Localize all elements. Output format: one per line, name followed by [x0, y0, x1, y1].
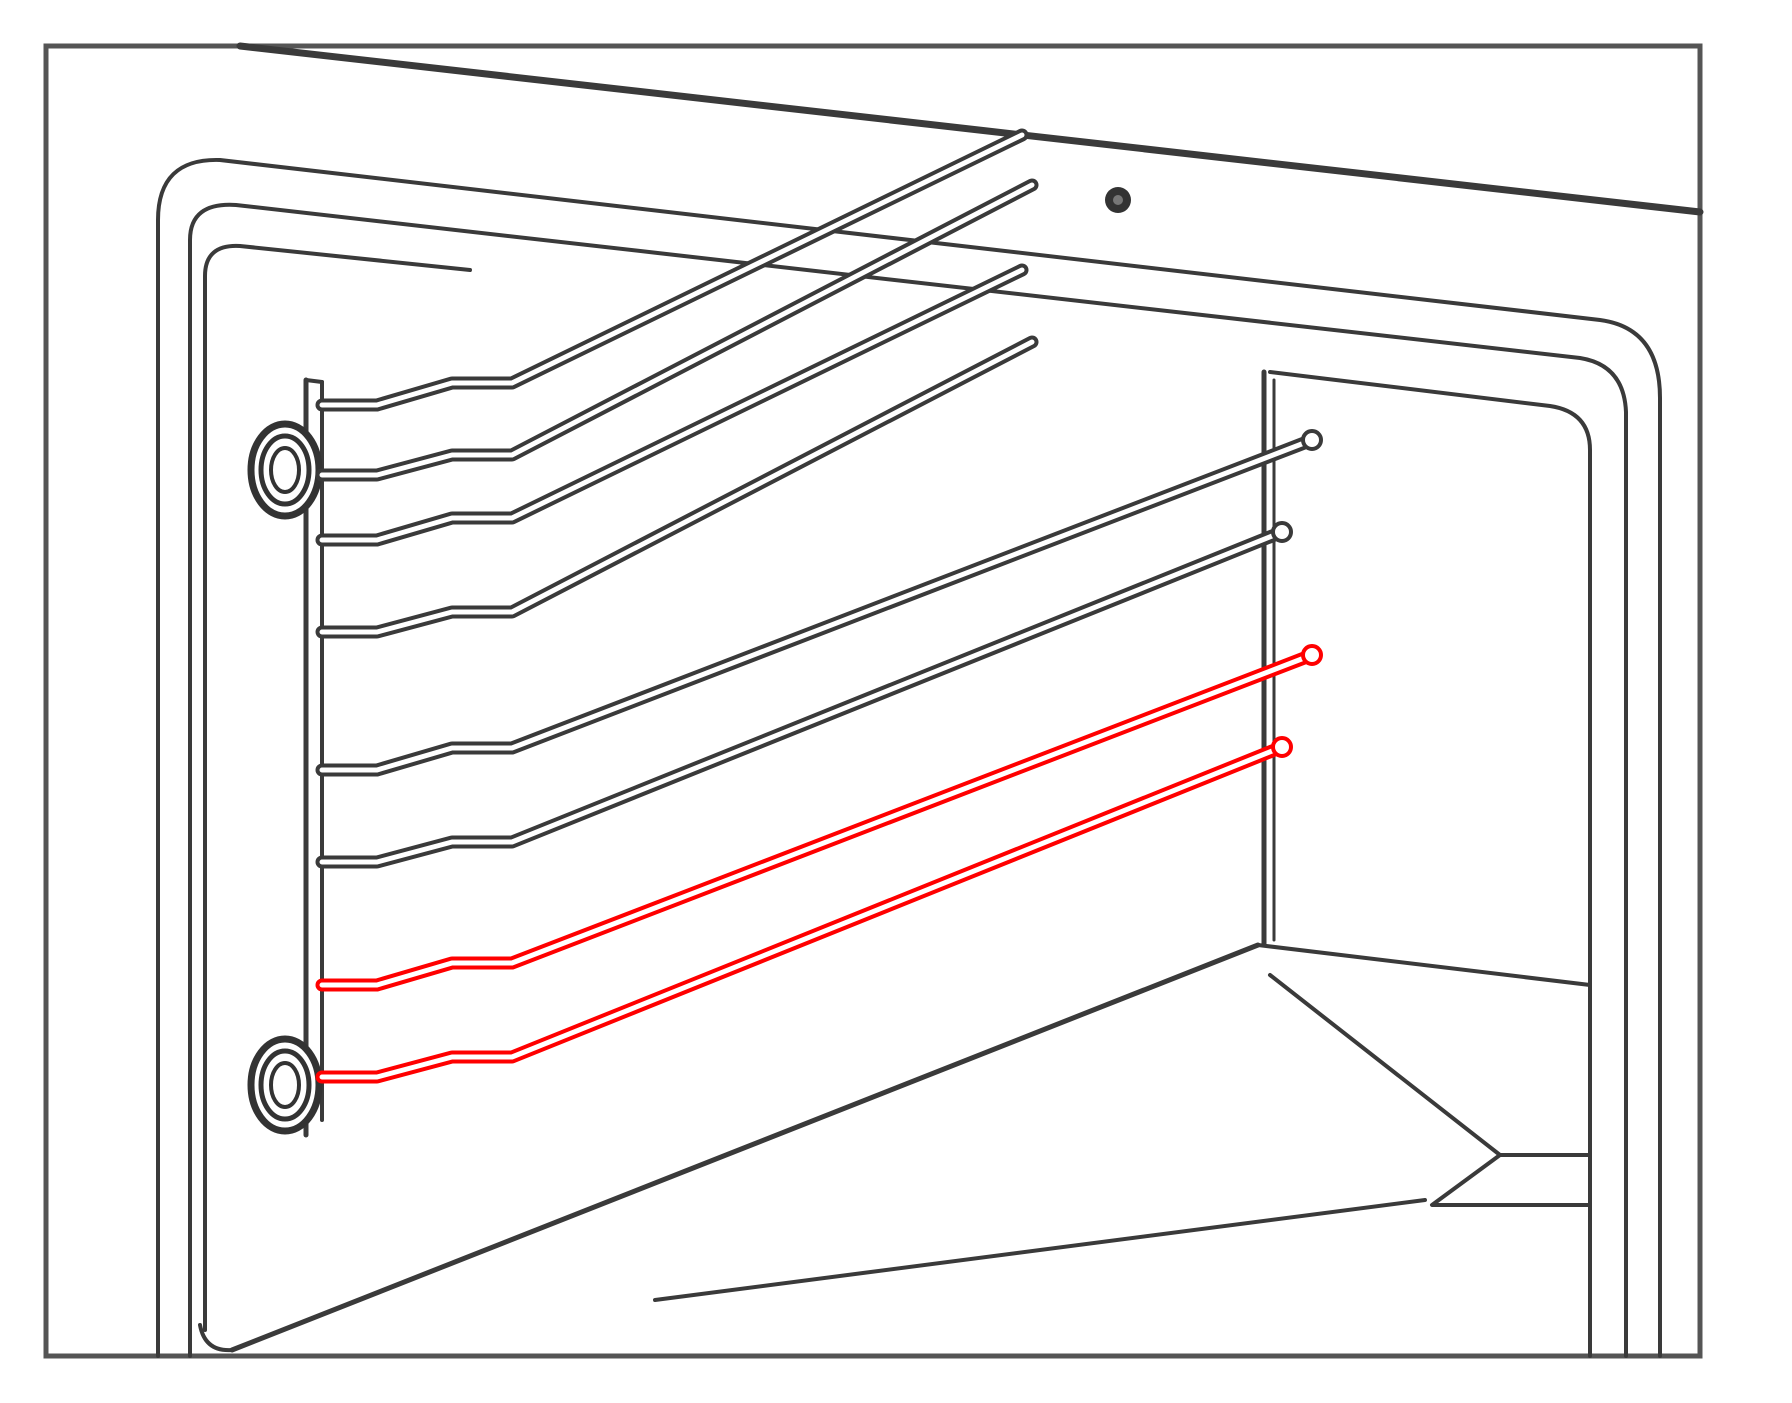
- shelf-rail-level-1: [315, 128, 1039, 482]
- fastener-1-ring-3: [269, 446, 301, 494]
- floor-diagonal: [1268, 973, 1592, 1207]
- sensor-dot-center: [1113, 195, 1123, 205]
- rail-1-upper-wire-core: [319, 132, 1025, 408]
- rail-2-upper-wire-core: [319, 267, 1025, 543]
- rail-3-tip-1: [1301, 429, 1323, 451]
- shelf-rail-level-2: [315, 263, 1039, 639]
- rail-2-lower-wire-core: [319, 339, 1035, 635]
- front-panel-top-edge: [236, 42, 1704, 216]
- rail-3-upper-wire-core: [319, 437, 1315, 773]
- rail-3-tip-2: [1271, 521, 1293, 543]
- fastener-1-ring-2: [258, 433, 312, 507]
- rail-4-upper-wire-core: [319, 652, 1315, 988]
- floor-right-edge: [1256, 943, 1592, 987]
- rail-3-lower-wire-core: [319, 529, 1285, 865]
- rail-4-tip-1: [1301, 644, 1323, 666]
- cavity-frame-inner: [1268, 370, 1592, 1358]
- fastener-2: [247, 1035, 323, 1135]
- floor-back-line: [653, 1198, 1427, 1302]
- rail-4-tip-2: [1271, 736, 1293, 758]
- shelf-rail-level-3: [315, 429, 1323, 869]
- cavity-frame-outer: [156, 157, 1662, 1358]
- floor-front-edge: [229, 942, 1261, 1353]
- fastener-1: [247, 420, 323, 520]
- shelf-rails: [315, 128, 1323, 1084]
- cavity-frame-inner-topleft: [198, 1323, 234, 1353]
- fasteners: [247, 420, 323, 1135]
- fastener-2-ring-2: [258, 1048, 312, 1122]
- cavity-frame-inner-top: [203, 243, 472, 1332]
- shelf-rail-level-4: [315, 644, 1323, 1084]
- cavity-frame-middle: [188, 202, 1628, 1358]
- rail-1-lower-wire-core: [319, 182, 1035, 478]
- fastener-2-ring-3: [269, 1061, 301, 1109]
- rail-4-lower-wire-core: [319, 744, 1285, 1080]
